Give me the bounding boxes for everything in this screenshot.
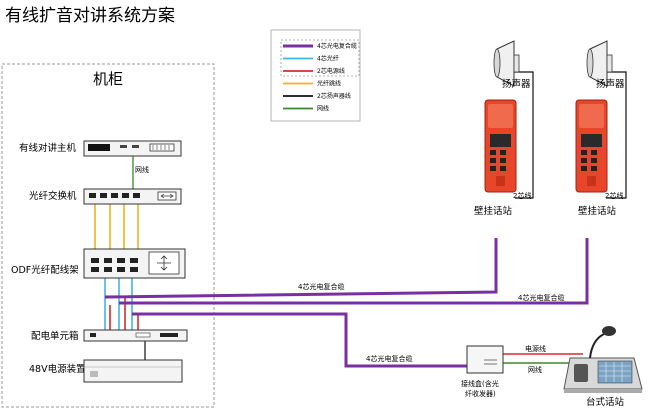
junction-box-label-1: 接线盒(含光 (461, 379, 499, 388)
speaker-line-1 (514, 71, 534, 199)
speaker-horn-1 (493, 40, 520, 87)
junction-box[interactable] (466, 345, 504, 374)
cables (94, 71, 627, 368)
legend-label-5: 网线 (317, 105, 329, 113)
wall-station-label-1: 壁挂话站 (474, 205, 513, 217)
cabinet-frame (1, 63, 215, 408)
page-title: 有线扩音对讲系统方案 (5, 6, 175, 26)
network-label-cabinet: 网线 (135, 165, 149, 174)
speaker-wire-label-2: 2芯线 (605, 191, 623, 200)
desk-station[interactable] (563, 326, 643, 393)
power-distribution-label: 配电单元箱 (31, 330, 79, 342)
wall-station-2[interactable] (575, 99, 608, 193)
composite-cable-label-1: 4芯光电复合缆 (298, 282, 344, 291)
fiber-switch[interactable] (83, 188, 182, 205)
speaker-label-2: 扬声器 (596, 78, 625, 90)
desk-network-label: 网线 (528, 365, 542, 374)
legend-label-0: 4芯光电复合缆 (317, 42, 357, 50)
fiber-switch-label: 光纤交换机 (29, 190, 77, 202)
speaker-horn-2 (586, 40, 613, 87)
intercom-host[interactable] (83, 140, 182, 157)
odf-rack[interactable] (83, 248, 186, 279)
legend-label-3: 光纤跳线 (317, 80, 341, 88)
desk-power-label: 电源线 (525, 344, 546, 353)
wall-station-label-2: 壁挂话站 (578, 205, 617, 217)
legend-box (270, 29, 361, 122)
composite-cable-3 (132, 312, 467, 368)
composite-cable-2 (119, 238, 589, 305)
composite-cable-label-3: 4芯光电复合缆 (366, 354, 412, 363)
legend-label-2: 2芯电源线 (317, 67, 345, 75)
speaker-wire-label-1: 2芯线 (513, 191, 531, 200)
speaker-line-2 (606, 71, 627, 199)
power-distribution-box[interactable] (83, 329, 188, 342)
odf-label: ODF光纤配线架 (11, 264, 79, 276)
wall-station-1[interactable] (484, 99, 517, 193)
legend-label-4: 2芯扬声器线 (317, 92, 351, 100)
speaker-label-1: 扬声器 (502, 78, 531, 90)
legend-label-1: 4芯光纤 (317, 55, 339, 63)
cabinet-label: 机柜 (93, 70, 123, 88)
desk-station-label: 台式话站 (586, 396, 625, 408)
legend-highlight (280, 39, 360, 77)
composite-cable-1 (104, 238, 498, 299)
power-supply-label: 48V电源装置 (29, 363, 86, 375)
junction-box-label-2: 纤收发器) (465, 389, 496, 398)
composite-cable-label-2: 4芯光电复合缆 (518, 293, 564, 302)
intercom-host-label: 有线对讲主机 (19, 142, 77, 154)
power-supply[interactable] (83, 359, 183, 383)
